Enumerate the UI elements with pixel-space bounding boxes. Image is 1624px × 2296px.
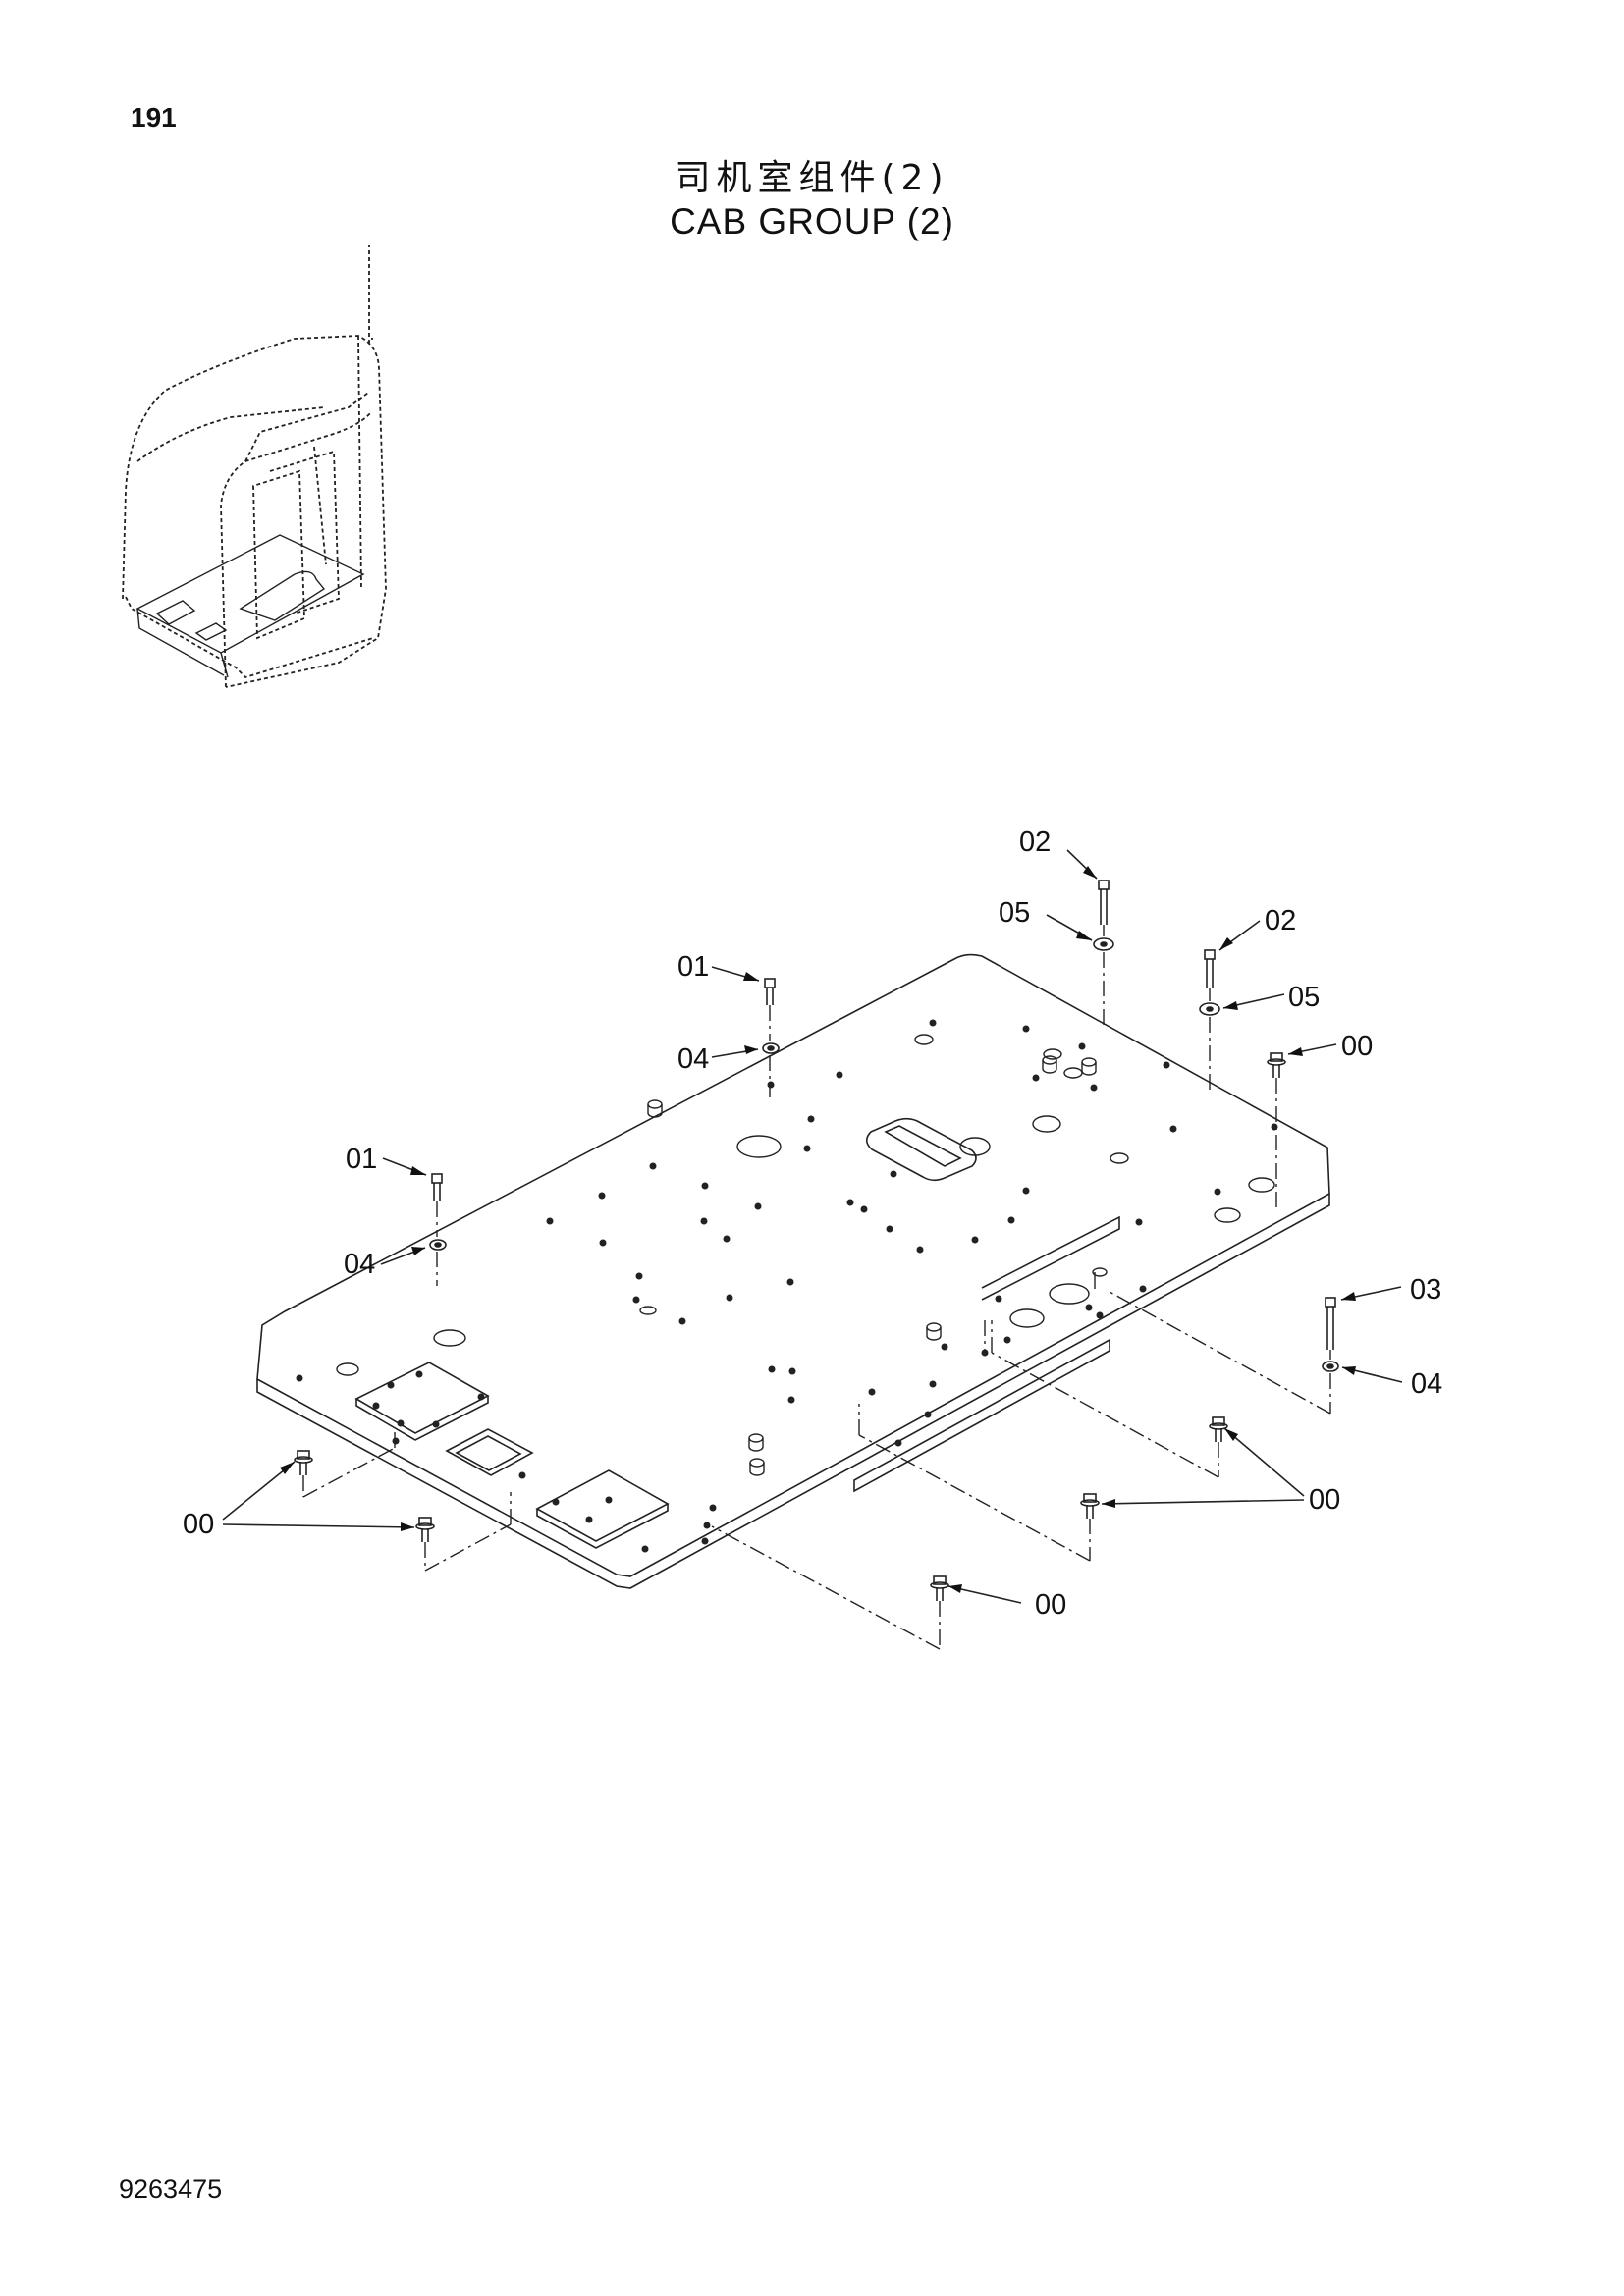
washer-04-left bbox=[429, 1239, 447, 1251]
floor-studs bbox=[647, 1055, 1108, 1476]
callout-02-upper: 02 bbox=[1019, 827, 1051, 858]
bolt-01-left bbox=[431, 1173, 443, 1201]
bolt-03 bbox=[1325, 1297, 1336, 1350]
flange-bolt-00-bottom bbox=[930, 1575, 949, 1601]
page-title-chinese: 司机室组件(2) bbox=[675, 158, 949, 198]
washer-04-upper bbox=[762, 1042, 780, 1054]
leader-arrowheads bbox=[280, 866, 1356, 1593]
callout-00-top: 00 bbox=[1341, 1031, 1373, 1062]
inspection-cover-right bbox=[535, 1469, 670, 1549]
callout-01-left: 01 bbox=[346, 1144, 377, 1175]
flange-bolt-00-b bbox=[1080, 1493, 1100, 1519]
floor-plate bbox=[256, 953, 1330, 1589]
cab-overview-floor bbox=[135, 534, 365, 678]
cab-overview-inset bbox=[122, 245, 387, 688]
bolt-01-upper bbox=[764, 978, 776, 1005]
callout-05-right: 05 bbox=[1288, 982, 1320, 1013]
document-number: 9263475 bbox=[119, 2174, 223, 2204]
floor-holes bbox=[336, 1034, 1275, 1376]
callout-02-right: 02 bbox=[1265, 905, 1296, 936]
bolt-02-right bbox=[1204, 949, 1216, 988]
page-number: 191 bbox=[131, 102, 177, 133]
floor-opening-small bbox=[445, 1428, 534, 1476]
washer-04-right bbox=[1322, 1361, 1339, 1372]
callout-labels: 01 04 01 04 02 05 02 05 00 03 04 00 00 0… bbox=[183, 827, 1442, 1621]
flange-bolt-00-top bbox=[1267, 1052, 1286, 1078]
washer-05-right bbox=[1199, 1002, 1220, 1016]
flange-bolt-00-left-a bbox=[294, 1450, 313, 1475]
floor-slot-opening bbox=[865, 1117, 977, 1182]
inspection-cover-left bbox=[354, 1362, 490, 1441]
callout-00-left: 00 bbox=[183, 1509, 214, 1540]
callout-01-upper: 01 bbox=[677, 951, 709, 983]
bolt-02-left bbox=[1098, 880, 1110, 925]
stiffener-rail bbox=[853, 1215, 1120, 1493]
callout-04-right: 04 bbox=[1411, 1368, 1442, 1400]
floor-bolt-holes bbox=[296, 1019, 1278, 1553]
callout-03: 03 bbox=[1410, 1274, 1441, 1306]
assembly-lines bbox=[302, 925, 1331, 1650]
callout-00-right: 00 bbox=[1309, 1484, 1340, 1516]
flange-bolt-00-a bbox=[1209, 1416, 1228, 1442]
callout-04-upper: 04 bbox=[677, 1043, 709, 1075]
callout-00-bottom: 00 bbox=[1035, 1589, 1066, 1621]
callout-04-left: 04 bbox=[344, 1249, 375, 1280]
washer-05-left bbox=[1093, 937, 1114, 951]
leader-lines bbox=[222, 849, 1403, 1604]
callout-05-upper: 05 bbox=[999, 897, 1030, 929]
flange-bolt-00-left-b bbox=[415, 1517, 435, 1542]
page-title-english: CAB GROUP (2) bbox=[670, 201, 954, 241]
